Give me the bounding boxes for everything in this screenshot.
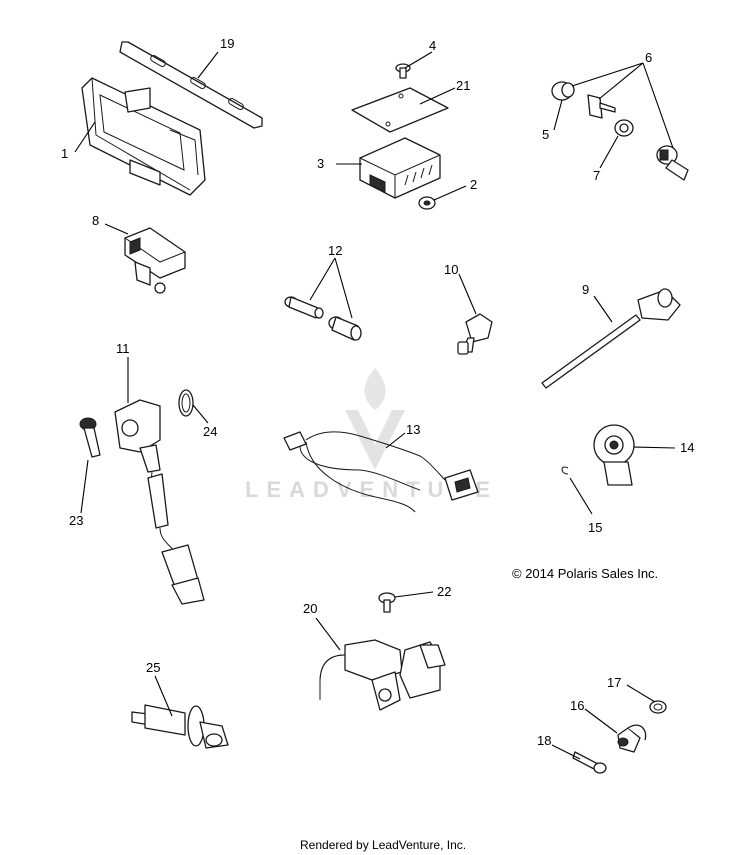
part-13-sensor[interactable]: [283, 431, 479, 513]
part-19-bracket[interactable]: [119, 41, 263, 129]
part-3-module[interactable]: [359, 137, 441, 199]
part-4-screw[interactable]: [395, 63, 411, 79]
callout-12: 12: [328, 243, 342, 258]
callout-5: 5: [542, 127, 549, 142]
callout-24: 24: [203, 424, 217, 439]
part-12-fuse[interactable]: [328, 316, 362, 341]
part-23-bolt[interactable]: [79, 417, 101, 458]
part-22-screw[interactable]: [378, 592, 396, 613]
callout-19: 19: [220, 36, 234, 51]
callout-16: 16: [570, 698, 584, 713]
callout-3: 3: [317, 156, 324, 171]
callout-14: 14: [680, 440, 694, 455]
part-18-bolt[interactable]: [572, 751, 607, 774]
callout-11: 11: [116, 341, 130, 356]
callout-7: 7: [593, 168, 600, 183]
part-12-fuse[interactable]: [284, 296, 324, 319]
callout-2: 2: [470, 177, 477, 192]
part-10-sensor[interactable]: [457, 313, 493, 355]
callout-25: 25: [146, 660, 160, 675]
callout-4: 4: [429, 38, 436, 53]
part-16-fitting[interactable]: [617, 724, 647, 753]
callout-18: 18: [537, 733, 551, 748]
callout-1: 1: [61, 146, 68, 161]
part-8-sensor[interactable]: [124, 227, 186, 294]
part-6-sensor[interactable]: [656, 145, 689, 181]
callout-6: 6: [645, 50, 652, 65]
part-6-clip[interactable]: [587, 94, 616, 119]
part-17-oring[interactable]: [649, 700, 667, 714]
callout-15: 15: [588, 520, 602, 535]
part-15-clip[interactable]: [561, 466, 569, 475]
callout-10: 10: [444, 262, 458, 277]
callout-13: 13: [406, 422, 420, 437]
leader-lines: [74, 51, 676, 760]
callouts: 1 19 4 21 3 2 6 5 7 8 12 10 9 11 24 13 1…: [61, 36, 694, 748]
part-11-sensor[interactable]: [114, 399, 205, 605]
part-5-cap[interactable]: [551, 81, 575, 101]
callout-22: 22: [437, 584, 451, 599]
callout-8: 8: [92, 213, 99, 228]
part-24-oring[interactable]: [178, 389, 194, 417]
part-9-probe[interactable]: [541, 288, 681, 389]
callout-21: 21: [456, 78, 470, 93]
part-1-ecu[interactable]: [81, 77, 206, 196]
callout-20: 20: [303, 601, 317, 616]
copyright-text: © 2014 Polaris Sales Inc.: [512, 566, 658, 581]
callout-17: 17: [607, 675, 621, 690]
part-25-sensor[interactable]: [131, 704, 229, 749]
part-20-valve[interactable]: [319, 639, 446, 711]
footer-credit: Rendered by LeadVenture, Inc.: [300, 838, 466, 852]
callout-23: 23: [69, 513, 83, 528]
callout-9: 9: [582, 282, 589, 297]
part-7-washer[interactable]: [614, 119, 634, 137]
part-14-sensor[interactable]: [593, 424, 635, 486]
part-21-plate[interactable]: [351, 87, 449, 133]
part-2-grommet[interactable]: [418, 196, 436, 210]
